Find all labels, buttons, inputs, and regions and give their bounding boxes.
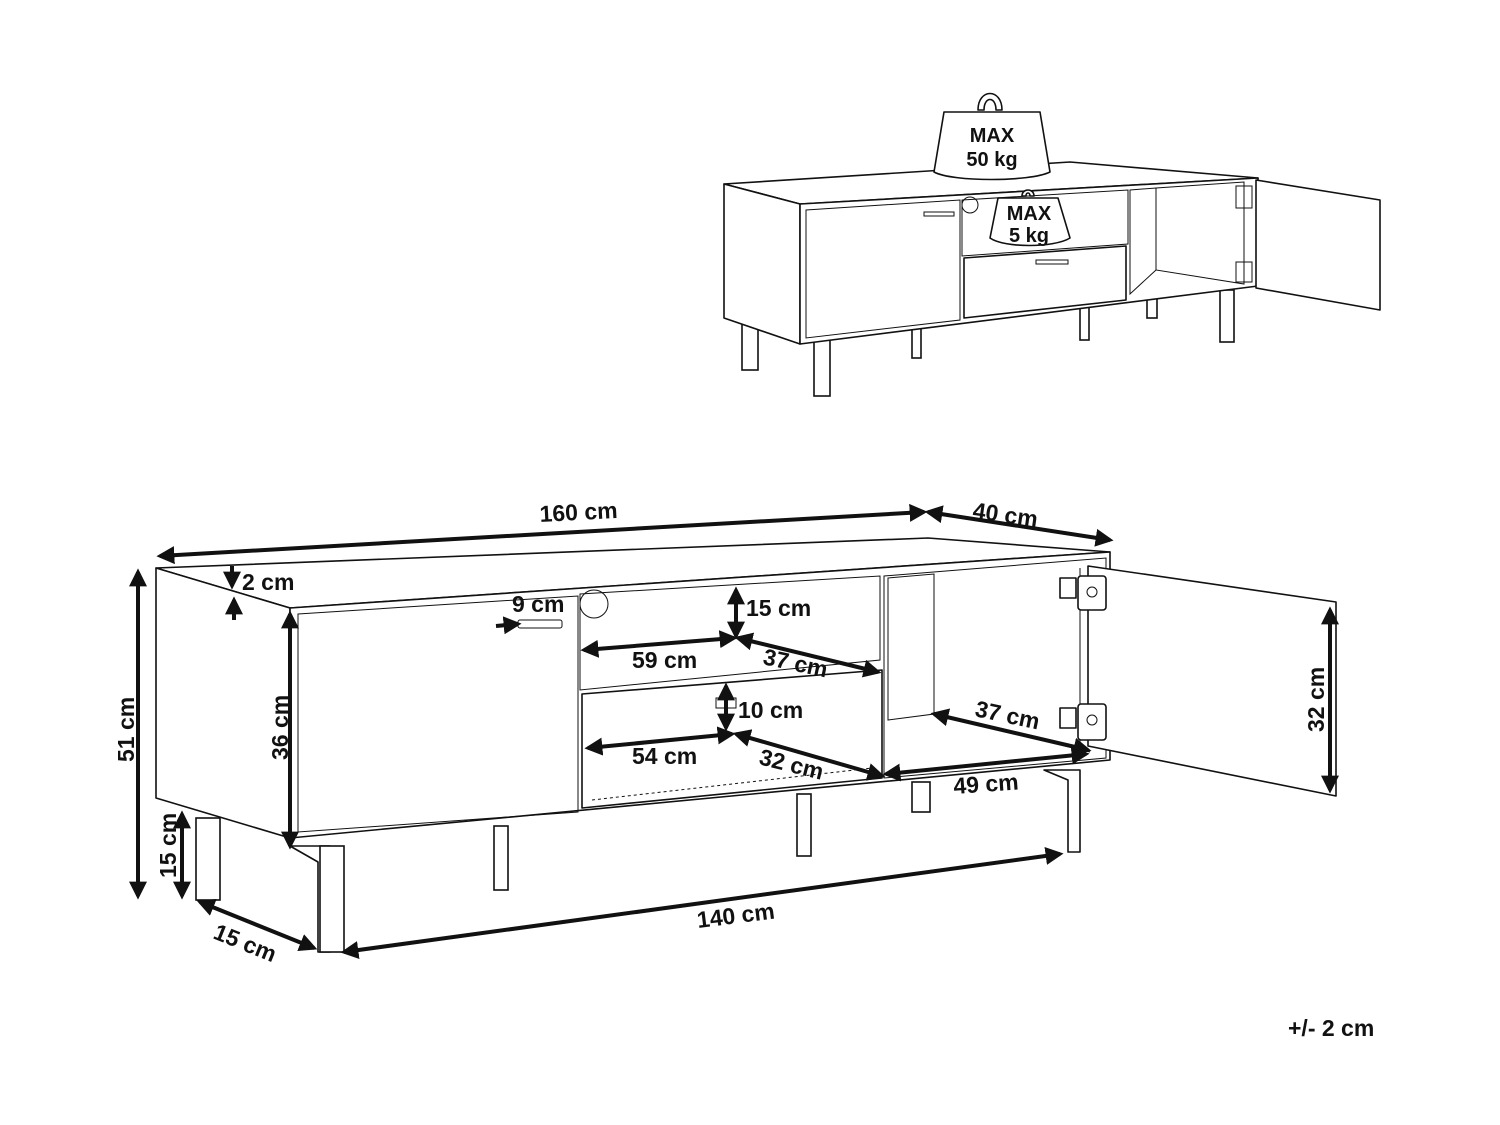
arrow-drawer-width (584, 726, 736, 756)
preview-drawer-handle (1035, 259, 1069, 265)
weight-large-line1: MAX (970, 125, 1015, 147)
weight-large: MAX 50 kg (933, 92, 1051, 181)
arrow-length (156, 503, 928, 565)
weight-small: MAX 5 kg (989, 189, 1071, 247)
label-shelf-width: 59 cm (632, 647, 697, 673)
label-drawer-height: 10 cm (738, 697, 803, 723)
label-depth: 40 cm (971, 497, 1039, 532)
label-cabinet-width: 49 cm (953, 769, 1020, 799)
label-drawer-width: 54 cm (632, 743, 697, 769)
label-top-thickness: 2 cm (242, 569, 294, 595)
label-length: 160 cm (539, 497, 618, 527)
leg (911, 781, 931, 813)
dimension-arrows (129, 503, 1339, 959)
label-handle: 9 cm (512, 591, 564, 617)
label-total-height: 51 cm (113, 697, 139, 762)
arrow-shelf-depth (734, 632, 882, 678)
leg (796, 793, 812, 857)
weight-small-line1: MAX (1007, 203, 1052, 225)
arrow-depth (924, 505, 1114, 547)
preview-cabinet-interior (1155, 181, 1245, 285)
leg (1043, 769, 1081, 853)
preview-leg (813, 337, 831, 397)
preview-left-door (805, 199, 961, 339)
arrow-leg-span (340, 847, 1064, 959)
preview-side (723, 183, 801, 345)
open-door (1087, 565, 1337, 797)
leg (195, 817, 221, 901)
dimension-labels: 160 cm 40 cm 2 cm 9 cm 15 cm 59 cm 37 cm… (113, 497, 1374, 1041)
label-shelf-height: 15 cm (746, 595, 811, 621)
main-illustration (155, 537, 1337, 953)
preview-shelf (961, 189, 1129, 257)
label-leg-height: 15 cm (155, 813, 181, 878)
preview-cable-hole (961, 196, 979, 214)
preview-hinge (1235, 185, 1253, 209)
arrow-handle (495, 616, 522, 635)
label-leg-depth: 15 cm (210, 919, 280, 968)
preview-illustration: MAX 50 kg MAX 5 kg (723, 92, 1381, 397)
preview-open-door (1255, 179, 1381, 311)
weight-large-line2: 50 kg (966, 149, 1017, 171)
label-door-height: 32 cm (1303, 667, 1329, 732)
preview-leg (1219, 289, 1235, 343)
drawer-front (581, 669, 883, 809)
tolerance-note: +/- 2 cm (1288, 1015, 1374, 1041)
leg (493, 825, 509, 891)
arrow-cabinet-width (882, 746, 1090, 782)
leg (319, 845, 345, 953)
hinge (1059, 575, 1107, 611)
arrow-drawer-depth (732, 729, 886, 781)
weight-small-line2: 5 kg (1009, 225, 1049, 247)
right-cabinet (883, 557, 1107, 779)
arrow-shelf-width (580, 630, 738, 658)
arrow-leg-depth (196, 899, 318, 951)
label-front-height: 36 cm (267, 695, 293, 760)
arrow-cabinet-depth (930, 708, 1092, 756)
preview-door-handle (923, 211, 955, 217)
cable-hole (579, 589, 609, 619)
preview-drawer (963, 245, 1127, 319)
preview-hinge (1235, 261, 1253, 283)
